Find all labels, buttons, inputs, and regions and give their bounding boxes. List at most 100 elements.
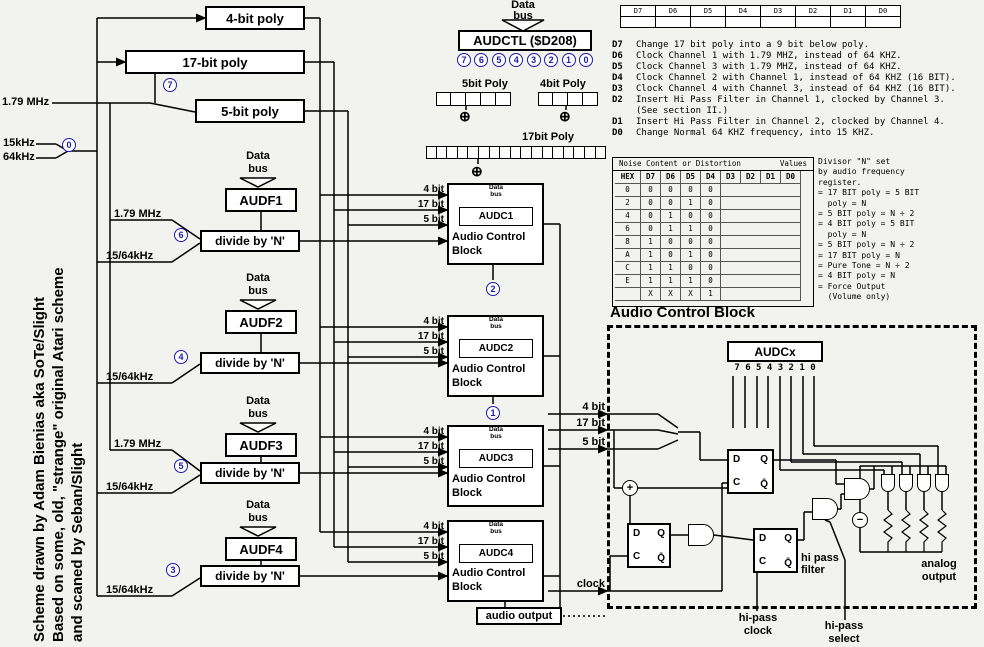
audctl-bit: 7	[457, 53, 471, 67]
bit-register-cell-empty	[691, 17, 726, 28]
switch-0: 0	[62, 138, 76, 152]
shift-cell	[538, 92, 553, 106]
noise-table-title: Noise Content or Distortion Values	[613, 158, 813, 171]
volume-and-gate-1	[881, 474, 895, 492]
noise-rest-cell	[721, 262, 801, 275]
switch-7: 7	[163, 78, 177, 92]
bit-register-cell-empty	[866, 17, 901, 28]
ch1-acb-label: Audio Control Block	[452, 230, 525, 258]
ff-c-label: C	[759, 556, 767, 567]
audctl-databus-label: Data bus	[500, 0, 546, 22]
ch4-acb-label: Audio Control Block	[452, 566, 525, 594]
noise-bit-cell: 0	[681, 236, 701, 249]
ch4-4bit-label: 4 bit	[423, 521, 444, 532]
shift-cell	[583, 92, 598, 106]
poly5-shift-register	[436, 92, 511, 106]
noise-bit-cell: 1	[681, 249, 701, 262]
audc3-box: AUDC3	[459, 449, 533, 468]
noise-bit-cell: 0	[681, 262, 701, 275]
noise-hex-cell	[615, 288, 641, 301]
bit-label: D1	[612, 117, 623, 127]
detail-clock-label: clock	[576, 578, 605, 590]
ch1-link-2: 2	[486, 282, 500, 296]
noise-bit-cell: 1	[681, 223, 701, 236]
shift-cell	[481, 92, 496, 106]
noise-rest-cell	[721, 197, 801, 210]
ch4-5bit-label: 5 bit	[423, 551, 444, 562]
bit-register-cell-empty	[761, 17, 796, 28]
ch3-khz-label: 15/64kHz	[106, 481, 154, 493]
databus-line1: Data	[488, 316, 504, 323]
databus-line2: bus	[490, 323, 502, 330]
noise-bit-cell: 0	[701, 275, 721, 288]
acb-label-line1: Audio Control	[452, 567, 526, 579]
bit-register-cell: D7	[621, 6, 656, 17]
ch1-switch-6: 6	[174, 228, 188, 242]
ch2-acb-label: Audio Control Block	[452, 362, 525, 390]
acb-detail-box	[607, 325, 977, 609]
bit-label: D0	[612, 128, 623, 138]
noise-rest-cell	[721, 184, 801, 197]
noise-header-cell: D6	[661, 171, 681, 184]
noise-bit-cell: 1	[661, 262, 681, 275]
databus-line2: bus	[490, 433, 502, 440]
noise-bit-cell: 0	[701, 262, 721, 275]
bit-register-cell: D6	[656, 6, 691, 17]
bit-text: Change 17 bit poly into a 9 bit below po…	[636, 40, 869, 50]
ch3-switch-5: 5	[174, 459, 188, 473]
noise-hex-cell: 2	[615, 197, 641, 210]
noise-bit-cell: 1	[641, 262, 661, 275]
acb-label-line2: Block	[452, 487, 482, 499]
noise-bit-cell: 1	[681, 275, 701, 288]
noise-note-line: = 5 BIT poly = N ÷ 2	[818, 240, 915, 250]
noise-header-cell: D5	[681, 171, 701, 184]
audf3-box: AUDF3	[225, 433, 297, 457]
audcx-box: AUDCx	[727, 341, 823, 362]
audf2-box: AUDF2	[225, 310, 297, 334]
noise-rest-cell	[721, 249, 801, 262]
shift-cell	[447, 146, 458, 159]
volume-and-gate-3	[917, 474, 931, 492]
ff-qn-label: Q̄	[784, 558, 792, 569]
shift-cell	[542, 146, 554, 159]
shift-cell	[426, 146, 437, 159]
ch4-switch-3: 3	[166, 563, 180, 577]
wires	[36, 13, 947, 620]
databus-line1: Data	[246, 272, 270, 284]
noise-bit-cell: 1	[661, 275, 681, 288]
shift-cell	[553, 146, 564, 159]
noise-bit-cell: X	[681, 288, 701, 301]
xor-gate-4bit: ⊕	[559, 108, 571, 124]
audf1-box: AUDF1	[225, 188, 297, 212]
poly4-shift-register	[538, 92, 598, 106]
ch2-khz-label: 15/64kHz	[106, 371, 154, 383]
ch3-17bit-label: 17 bit	[417, 441, 444, 452]
bit-text: Insert Hi Pass Filter in Channel 1, cloc…	[636, 95, 945, 105]
audc1-box: AUDC1	[459, 207, 533, 226]
noise-bit-cell: 0	[641, 223, 661, 236]
noise-bit-cell: 1	[661, 223, 681, 236]
poly4-box: 4-bit poly	[205, 6, 305, 30]
noise-bit-cell: X	[661, 288, 681, 301]
xor-gate-17bit: ⊕	[471, 163, 483, 179]
bit-register-cell: D5	[691, 6, 726, 17]
poly17-box: 17-bit poly	[125, 50, 305, 74]
ff-qn-label: Q̄	[657, 553, 665, 564]
noise-header-cell: D2	[741, 171, 761, 184]
noise-bit-cell: 0	[641, 197, 661, 210]
noise-bit-cell: 0	[661, 236, 681, 249]
noise-header-cell: D3	[721, 171, 741, 184]
noise-bit-cell: 0	[661, 197, 681, 210]
hipass-select-line1: hi-pass	[824, 620, 864, 632]
noise-note-line: = 5 BIT poly = N ÷ 2	[818, 209, 915, 219]
ch1-mhz-label: 1.79 MHz	[114, 208, 162, 220]
bit-register-cell-empty	[656, 17, 691, 28]
noise-header-cell: D0	[781, 171, 801, 184]
audctl-bit: 3	[526, 53, 541, 67]
and-gate	[688, 524, 714, 546]
credit-line-3: and scaned by Seban/Slight	[69, 442, 86, 642]
